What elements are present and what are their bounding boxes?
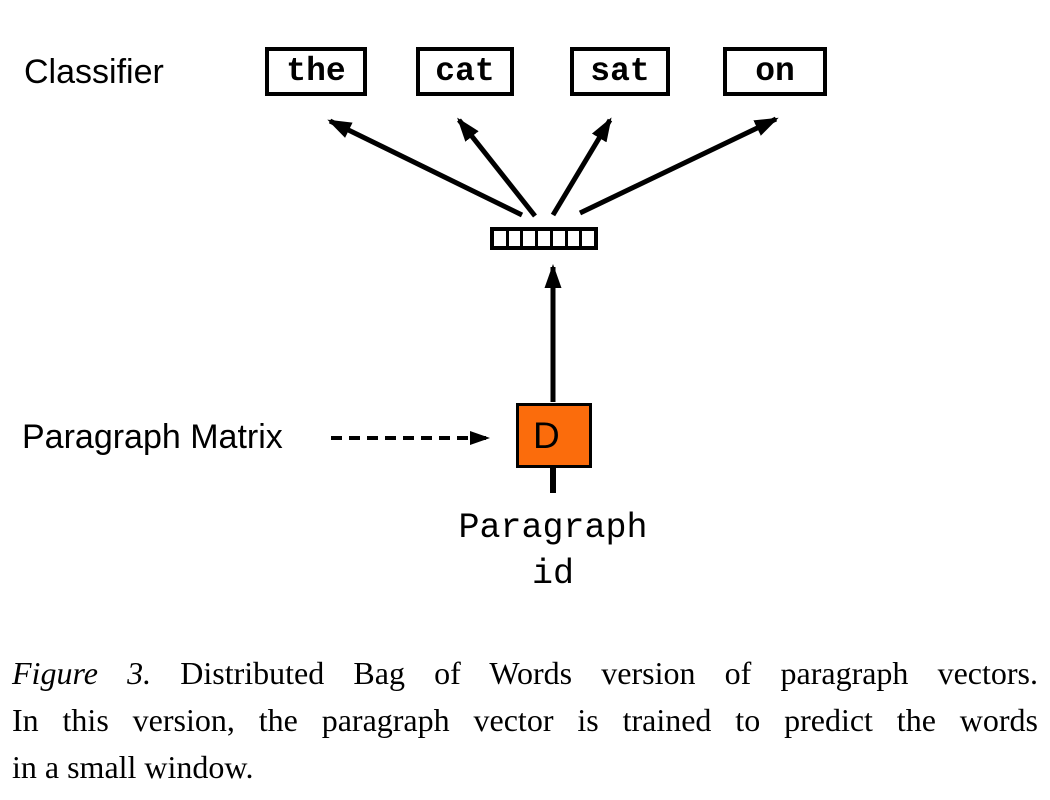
word-label-the: the bbox=[286, 53, 346, 90]
d-box: D bbox=[516, 403, 592, 468]
word-box-on: on bbox=[723, 47, 827, 96]
paragraph-id-line2: id bbox=[531, 554, 574, 594]
d-box-label: D bbox=[533, 415, 560, 456]
prediction-arrow-the bbox=[327, 118, 524, 218]
prediction-arrow-cat bbox=[457, 117, 537, 218]
word-label-on: on bbox=[755, 53, 795, 90]
paragraph-id-line1: Paragraph bbox=[458, 508, 648, 548]
word-box-the: the bbox=[265, 47, 367, 96]
word-box-sat: sat bbox=[570, 47, 670, 96]
prediction-arrow-sat bbox=[550, 117, 613, 217]
vector-cell bbox=[582, 231, 595, 246]
paragraph-id-label: Paragraph id bbox=[403, 505, 703, 597]
vector-cell bbox=[508, 231, 524, 246]
caption-line-1: Figure 3. Distributed Bag of Words versi… bbox=[12, 650, 1038, 697]
figure-caption: Figure 3. Distributed Bag of Words versi… bbox=[12, 650, 1038, 791]
classifier-label: Classifier bbox=[24, 53, 164, 91]
vector-cell bbox=[552, 231, 568, 246]
vector-cell bbox=[523, 231, 539, 246]
paragraph-matrix-label: Paragraph Matrix bbox=[22, 418, 283, 456]
word-label-cat: cat bbox=[435, 53, 495, 90]
paragraph-vector bbox=[490, 227, 598, 250]
prediction-arrow-on bbox=[578, 116, 779, 216]
caption-figure-label: Figure 3. bbox=[12, 655, 152, 691]
caption-line-1-text: Distributed Bag of Words version of para… bbox=[180, 655, 1038, 691]
word-label-sat: sat bbox=[590, 53, 650, 90]
vector-cell bbox=[494, 231, 509, 246]
caption-line-2: In this version, the paragraph vector is… bbox=[12, 702, 1038, 738]
vector-cell bbox=[538, 231, 553, 246]
word-box-cat: cat bbox=[416, 47, 514, 96]
vector-cell bbox=[567, 231, 583, 246]
caption-line-3: in a small window. bbox=[12, 749, 254, 785]
